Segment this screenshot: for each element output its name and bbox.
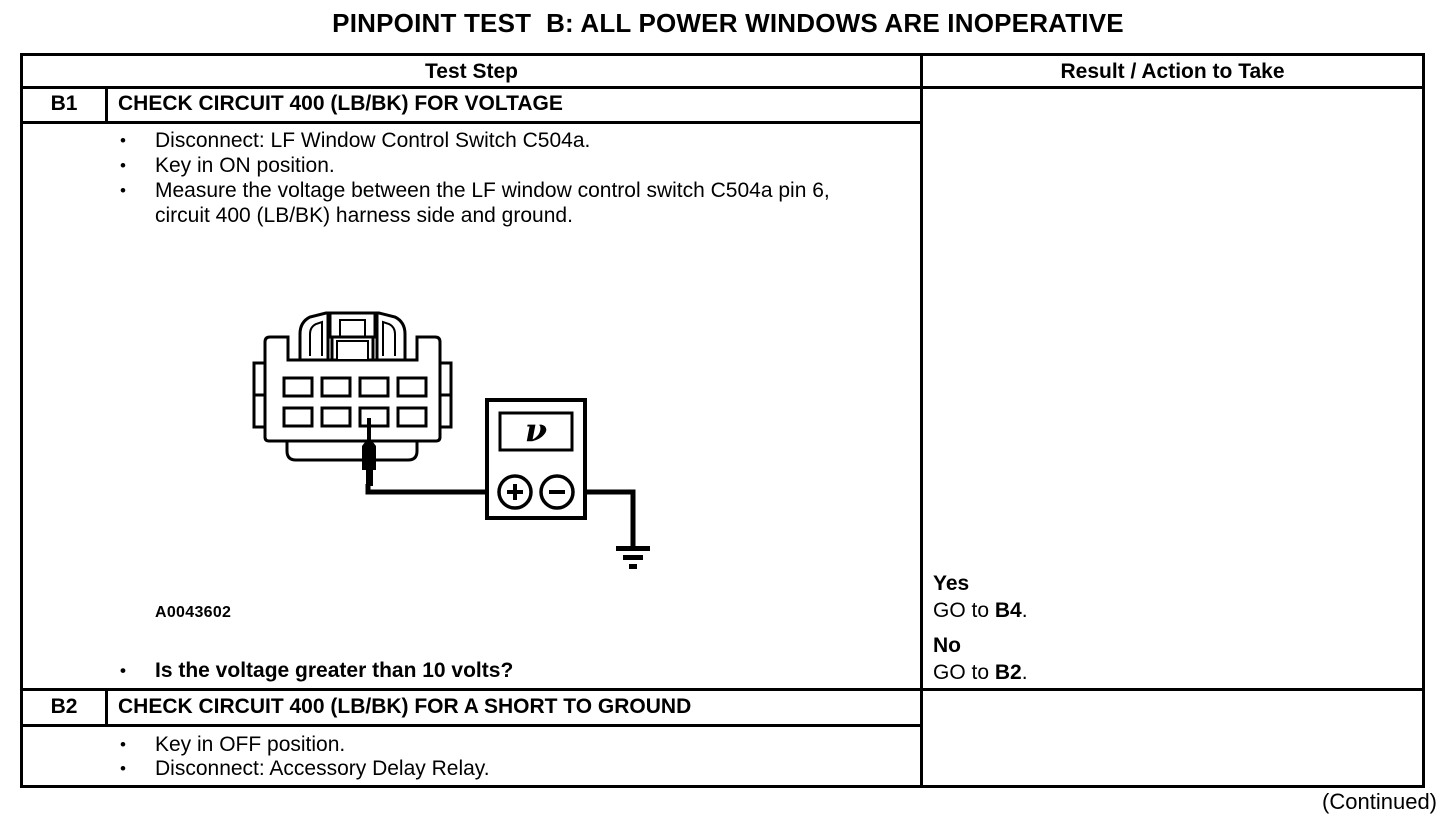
- b1-bullet-list: • Disconnect: LF Window Control Switch C…: [23, 128, 920, 228]
- bullet-icon: •: [120, 156, 126, 175]
- step-divider-b1-b2: [23, 688, 1422, 691]
- figure-label: A0043602: [155, 604, 232, 621]
- bullet-icon: •: [120, 181, 126, 200]
- b1-id-divider: [105, 89, 108, 121]
- action-text: .: [1021, 599, 1028, 622]
- header-bottom-border: [23, 86, 1422, 89]
- connector-foot: [285, 437, 419, 462]
- bullet-text: Disconnect: LF Window Control Switch C50…: [155, 129, 591, 152]
- voltmeter-display: [498, 411, 574, 452]
- connector-pin-cavities: [282, 376, 428, 428]
- verdict-label: Yes: [933, 572, 970, 595]
- connector-latch: [298, 311, 407, 362]
- result-yes: Yes GO to B4.: [933, 570, 1413, 624]
- list-item: • Is the voltage greater than 10 volts?: [23, 658, 920, 683]
- action-target: B4: [994, 599, 1022, 622]
- b2-bullet-list: • Key in OFF position. • Disconnect: Acc…: [23, 733, 920, 781]
- b2-title-band-border: [23, 724, 920, 727]
- list-item: • Disconnect: Accessory Delay Relay.: [23, 757, 920, 781]
- bullet-text: Measure the voltage between the LF windo…: [155, 179, 830, 227]
- voltmeter: ν: [485, 398, 587, 520]
- column-header-test-step: Test Step: [425, 60, 518, 83]
- continued-note: (Continued): [1322, 789, 1437, 814]
- b2-id-divider: [105, 691, 108, 724]
- column-header-result: Result / Action to Take: [1060, 60, 1285, 83]
- action-line: GO to B2.: [933, 659, 1413, 686]
- list-item: • Key in OFF position.: [23, 733, 920, 757]
- bullet-text: Key in OFF position.: [155, 733, 346, 756]
- step-title-b2: CHECK CIRCUIT 400 (LB/BK) FOR A SHORT TO…: [118, 695, 692, 718]
- voltage-test-figure: ν: [252, 311, 650, 569]
- list-item: • Disconnect: LF Window Control Switch C…: [23, 128, 920, 153]
- action-line: GO to B4.: [933, 597, 1413, 624]
- bullet-text: Key in ON position.: [155, 154, 335, 177]
- bullet-icon: •: [120, 735, 126, 754]
- step-id-b2: B2: [50, 695, 78, 718]
- bullet-icon: •: [120, 759, 126, 778]
- step-title-b1: CHECK CIRCUIT 400 (LB/BK) FOR VOLTAGE: [118, 92, 563, 115]
- b1-question: • Is the voltage greater than 10 volts?: [23, 658, 920, 683]
- bullet-text: Disconnect: Accessory Delay Relay.: [155, 757, 490, 780]
- b1-title-band-border: [23, 121, 920, 124]
- ground-icon: [616, 546, 650, 569]
- voltmeter-display-glyph: ν: [525, 411, 547, 449]
- column-divider: [920, 56, 923, 785]
- pinpoint-test-table: Test Step Result / Action to Take B1 CHE…: [20, 53, 1425, 788]
- page-title: PINPOINT TEST B: ALL POWER WINDOWS ARE I…: [332, 8, 1124, 38]
- list-item: • Measure the voltage between the LF win…: [23, 178, 920, 228]
- b1-results: Yes GO to B4. No GO to B2.: [933, 570, 1413, 686]
- action-text: .: [1021, 661, 1028, 684]
- action-target: B2: [994, 661, 1022, 684]
- action-text: GO to: [933, 599, 995, 622]
- result-no: No GO to B2.: [933, 632, 1413, 686]
- action-text: GO to: [933, 661, 995, 684]
- verdict-label: No: [933, 634, 961, 657]
- plus-icon: [507, 484, 523, 500]
- bullet-icon: •: [120, 131, 126, 150]
- test-probe: [362, 418, 376, 486]
- bullet-icon: •: [120, 661, 126, 680]
- list-item: • Key in ON position.: [23, 153, 920, 178]
- question-text: Is the voltage greater than 10 volts?: [155, 659, 514, 682]
- step-id-b1: B1: [50, 92, 78, 115]
